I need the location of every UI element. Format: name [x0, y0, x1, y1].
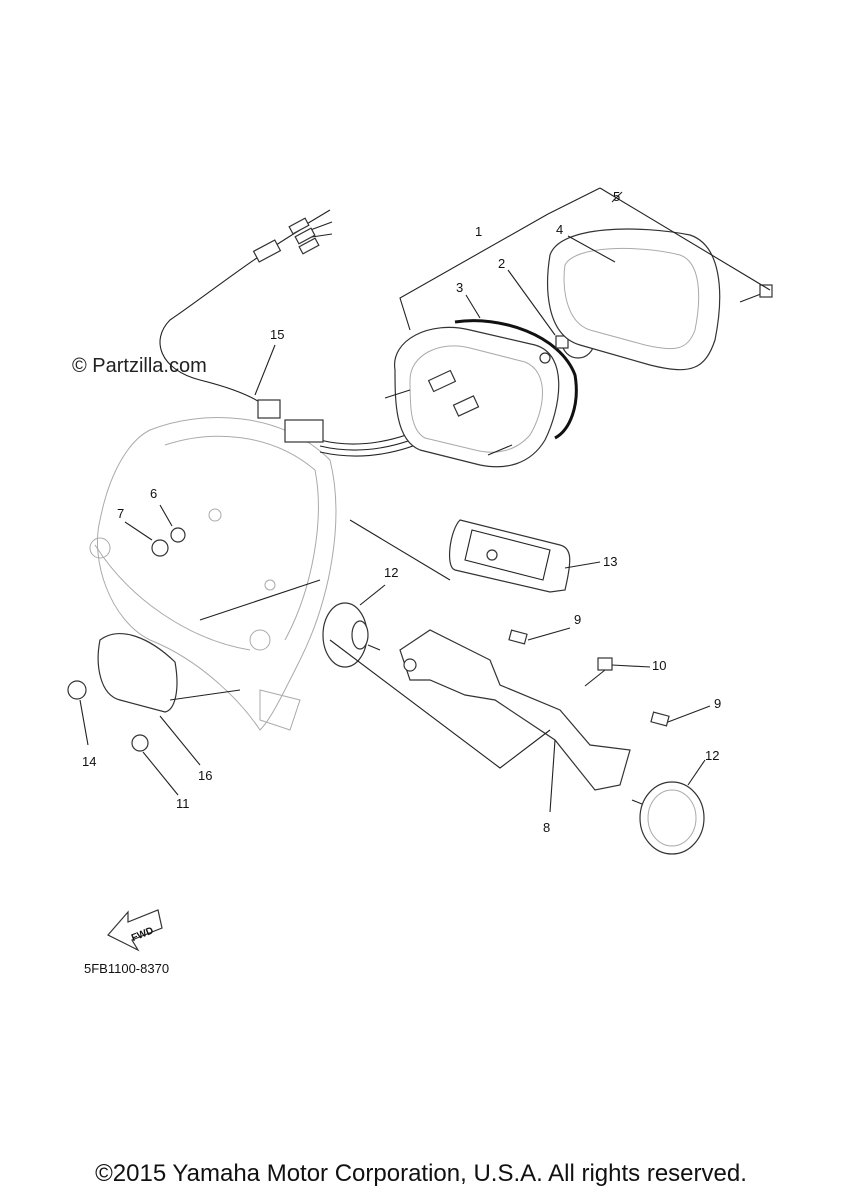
exploded-view-diagram: 1 2 3 4 5 6 7 8 9 9 10 11 12 12 13 14 15…	[67, 187, 773, 976]
callout-15: 15	[270, 327, 284, 342]
partzilla-watermark: © Partzilla.com	[72, 355, 207, 377]
license-bracket	[97, 633, 178, 713]
callout-14: 14	[82, 754, 96, 769]
callout-13: 13	[603, 554, 617, 569]
leader-lines	[79, 187, 771, 813]
callout-3: 3	[456, 280, 463, 295]
copyright-notice: ©2015 Yamaha Motor Corporation, U.S.A. A…	[95, 1160, 747, 1187]
diagram-code: 5FB1100-8370	[84, 961, 169, 976]
tail-light-base	[384, 326, 560, 468]
reflector-left	[322, 602, 381, 668]
bracket-nut	[403, 658, 417, 672]
callout-9a: 9	[574, 612, 581, 627]
damper-upper	[508, 629, 528, 645]
callout-12a: 12	[384, 565, 398, 580]
lens-screw-head	[759, 284, 773, 298]
bracket-bolt	[584, 669, 606, 687]
callout-11: 11	[176, 796, 190, 811]
nut-11	[131, 734, 149, 752]
connector-male	[257, 399, 281, 419]
license-light	[448, 519, 571, 593]
callout-7: 7	[117, 506, 124, 521]
callout-1: 1	[475, 224, 482, 239]
callout-8: 8	[543, 820, 550, 835]
callout-10: 10	[652, 658, 666, 673]
callout-2: 2	[498, 256, 505, 271]
callout-9b: 9	[714, 696, 721, 711]
callout-6: 6	[150, 486, 157, 501]
connector-female	[284, 419, 324, 443]
bracket-bolt-head	[597, 657, 613, 671]
rear-fender-outline	[89, 417, 337, 731]
tail-light-lens	[547, 228, 721, 371]
collar	[151, 539, 169, 557]
callout-12b: 12	[705, 748, 719, 763]
reflector-bracket	[399, 629, 631, 791]
reflector-right	[631, 781, 705, 855]
damper-lower	[650, 711, 670, 727]
washer	[170, 527, 186, 543]
callout-5: 5	[613, 189, 620, 204]
callout-16: 16	[198, 768, 212, 783]
wire-harness	[159, 209, 435, 457]
gasket	[454, 319, 578, 440]
forward-arrow-icon: FWD	[107, 909, 163, 952]
nut-14	[67, 680, 87, 700]
callout-4: 4	[556, 222, 563, 237]
